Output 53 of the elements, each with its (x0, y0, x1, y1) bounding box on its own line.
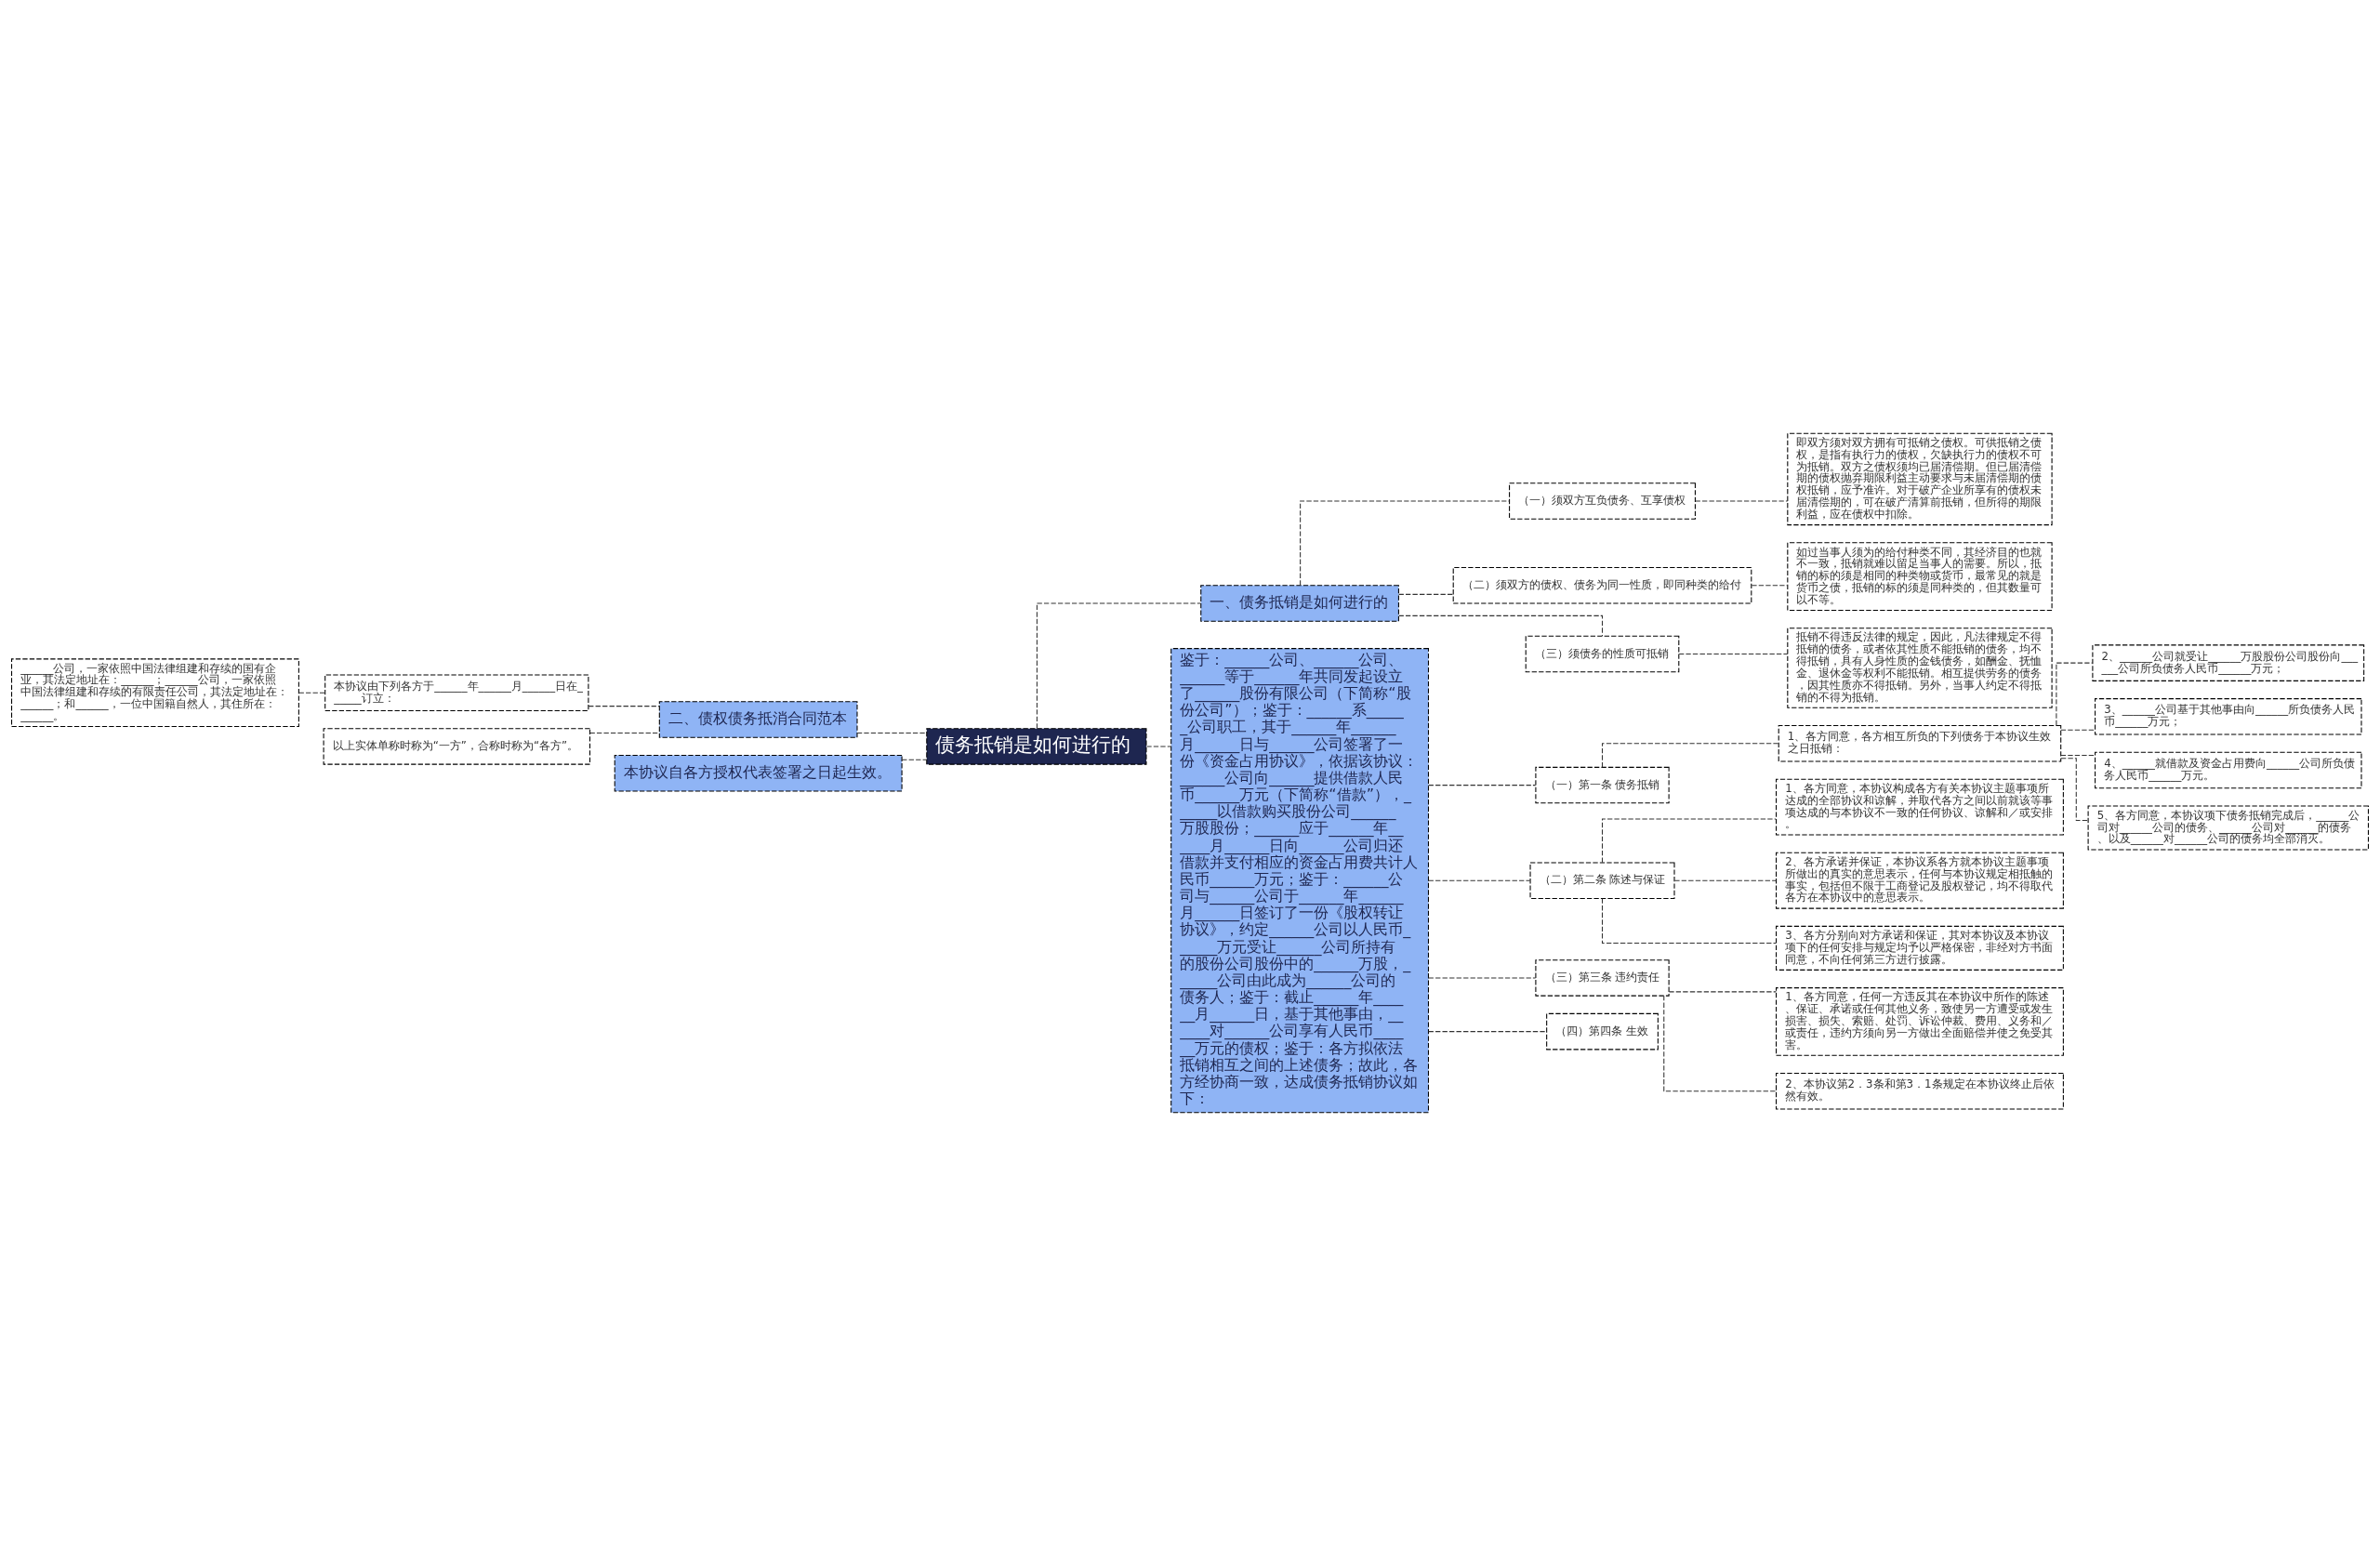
node-box: 鉴于：______公司、______公司、______等于______年共同发起设立了______股份有限公司（下简称“股份公司”）；鉴于：______系______公司职工，其于______年______月______日与______公司签署了一份《资金占用协议》，依据该协议：______公司向______提供借款人民币______万元（下简称“借款”），______以借款购买股份公司______万股股份；______应于______年______月______日向______公司归还借款并支付相应的资金占用费共计人民币______万元；鉴于：______公司与______公司于______年______月______日签订了一份《股权转让协议》，约定______公司以人民币______万元受让______公司所持有的股份公司股份中的______万股，______公司由此成为______公司的债务人；鉴于：截止______年______月______日，基于其他事由，______对______公司享有人民币______万元的债权；鉴于：各方拟依法抵销相互之间的上述债务；故此，各方经协商一致，达成债务抵销协议如下： (1170, 648, 1430, 1114)
connector (1695, 500, 1789, 502)
node-box: 1、各方同意，本协议构成各方有关本协议主题事项所达成的全部协议和谅解，并取代各方之间以前就该等事项达成的与本协议不一致的任何协议、谅解和／或安排。 (1776, 778, 2064, 836)
connector (2056, 662, 2094, 726)
connector (901, 759, 927, 760)
connector (1673, 879, 1777, 881)
connector (1601, 818, 1777, 864)
node-box: ______公司，一家依照中国法律组建和存续的国有企业，其法定地址在：______；______公司，一家依照中国法律组建和存续的有限责任公司，其法定地址在：______；和______，一位中国籍自然人，其住所在：______。 (11, 658, 299, 728)
node-box: 4、______就借款及资金占用费向______公司所负债务人民币______万元。 (2095, 751, 2362, 789)
connector (1751, 585, 1789, 587)
node-box: （三）须债务的性质可抵销 (1525, 635, 1680, 673)
connector (1428, 879, 1531, 881)
connector (1300, 500, 1510, 586)
connector (1668, 991, 1777, 993)
node-box: 债务抵销是如何进行的 (926, 728, 1147, 765)
node-box: 3、______公司基于其他事由向______所负债务人民币______万元； (2095, 698, 2362, 735)
node-box: 本协议自各方授权代表签署之日起生效。 (614, 755, 903, 792)
node-box: （一）第一条 债务抵销 (1535, 766, 1670, 804)
node-box: 1、各方同意，各方相互所负的下列债务于本协议生效之日抵销： (1778, 724, 2062, 762)
node-box: 3、各方分别向对方承诺和保证，其对本协议及本协议项下的任何安排与规定均予以严格保密，非经对方书面同意，不向任何第三方进行披露。 (1776, 925, 2064, 971)
node-box: （二）须双方的债权、债务为同一性质，即同种类的给付 (1452, 567, 1752, 604)
node-box: 1、各方同意，任何一方违反其在本协议中所作的陈述、保证、承诺或任何其他义务，致使另一方遭受或发生损害、损失、索赔、处罚、诉讼仲裁、费用、义务和／或责任，违约方须向另一方做出全面赔偿并使之免受其害。 (1776, 987, 2064, 1056)
node-box: 以上实体单称时称为“一方”，合称时称为“各方”。 (323, 728, 591, 765)
connector (1428, 977, 1537, 979)
connector (1428, 1031, 1547, 1033)
node-box: （一）须双方互负债务、互享债权 (1509, 482, 1696, 520)
node-box: （二）第二条 陈述与保证 (1529, 862, 1675, 899)
node-box: （三）第三条 违约责任 (1535, 959, 1670, 997)
node-box: 二、债权债务抵消合同范本 (658, 701, 858, 738)
node-box: 一、债务抵销是如何进行的 (1200, 585, 1399, 622)
connector (856, 732, 928, 734)
connector (588, 732, 660, 734)
connector (1036, 602, 1202, 729)
connector (1663, 995, 1777, 1092)
connector (2060, 729, 2096, 731)
node-box: 即双方须对双方拥有可抵销之债权。可供抵销之债权，是指有执行力的债权，欠缺执行力的债权不可为抵销。双方之债权须均已届清偿期。但已届清偿期的债权抛弃期限利益主动要求与未届清偿期的债权抵销，应予准许。对于破产企业所享有的债权未届清偿期的，可在破产清算前抵销，但所得的期限利益，应在债权中扣除。 (1787, 432, 2053, 526)
connector (2060, 755, 2096, 757)
node-box: 2、本协议第2．3条和第3．1条规定在本协议终止后依然有效。 (1776, 1072, 2064, 1110)
node-box: 抵销不得违反法律的规定，因此，凡法律规定不得抵销的债务，或者依其性质不能抵销的债务，均不得抵销，具有人身性质的金钱债务，如酬金、抚恤金、退休金等权利不能抵销。相互提供劳务的债务，因其性质亦不得抵销。另外，当事人约定不得抵销的不得为抵销。 (1787, 628, 2053, 708)
connector (588, 706, 660, 707)
connector (1398, 593, 1454, 595)
connector (298, 692, 325, 694)
node-box: 如过当事人须为的给付种类不同，其经济目的也就不一致，抵销就难以留足当事人的需要。所以，抵销的标的须是相同的种类物或货币，最常见的就是货币之债，抵销的标的须是同种类的，但其数量可以不等。 (1787, 542, 2053, 612)
connector (1678, 654, 1789, 655)
connector (1601, 898, 1777, 945)
connector (1428, 785, 1537, 786)
node-box: 5、各方同意，本协议项下债务抵销完成后，______公司对______公司的债务、______公司对______的债务、以及______对______公司的债务均全部消灭。 (2087, 805, 2369, 851)
connector (1145, 746, 1172, 747)
node-box: 2、______公司就受让______万股股份公司股份向______公司所负债务人民币______万元； (2092, 644, 2365, 681)
node-box: （四）第四条 生效 (1546, 1012, 1659, 1050)
connector (1601, 743, 1779, 768)
node-box: 2、各方承诺并保证，本协议系各方就本协议主题事项所做出的真实的意思表示，任何与本协议规定相抵触的事实，包括但不限于工商登记及股权登记，均不得取代各方在本协议中的意思表示。 (1776, 852, 2064, 909)
node-box: 本协议由下列各方于______年______月______日在______订立： (324, 674, 589, 711)
